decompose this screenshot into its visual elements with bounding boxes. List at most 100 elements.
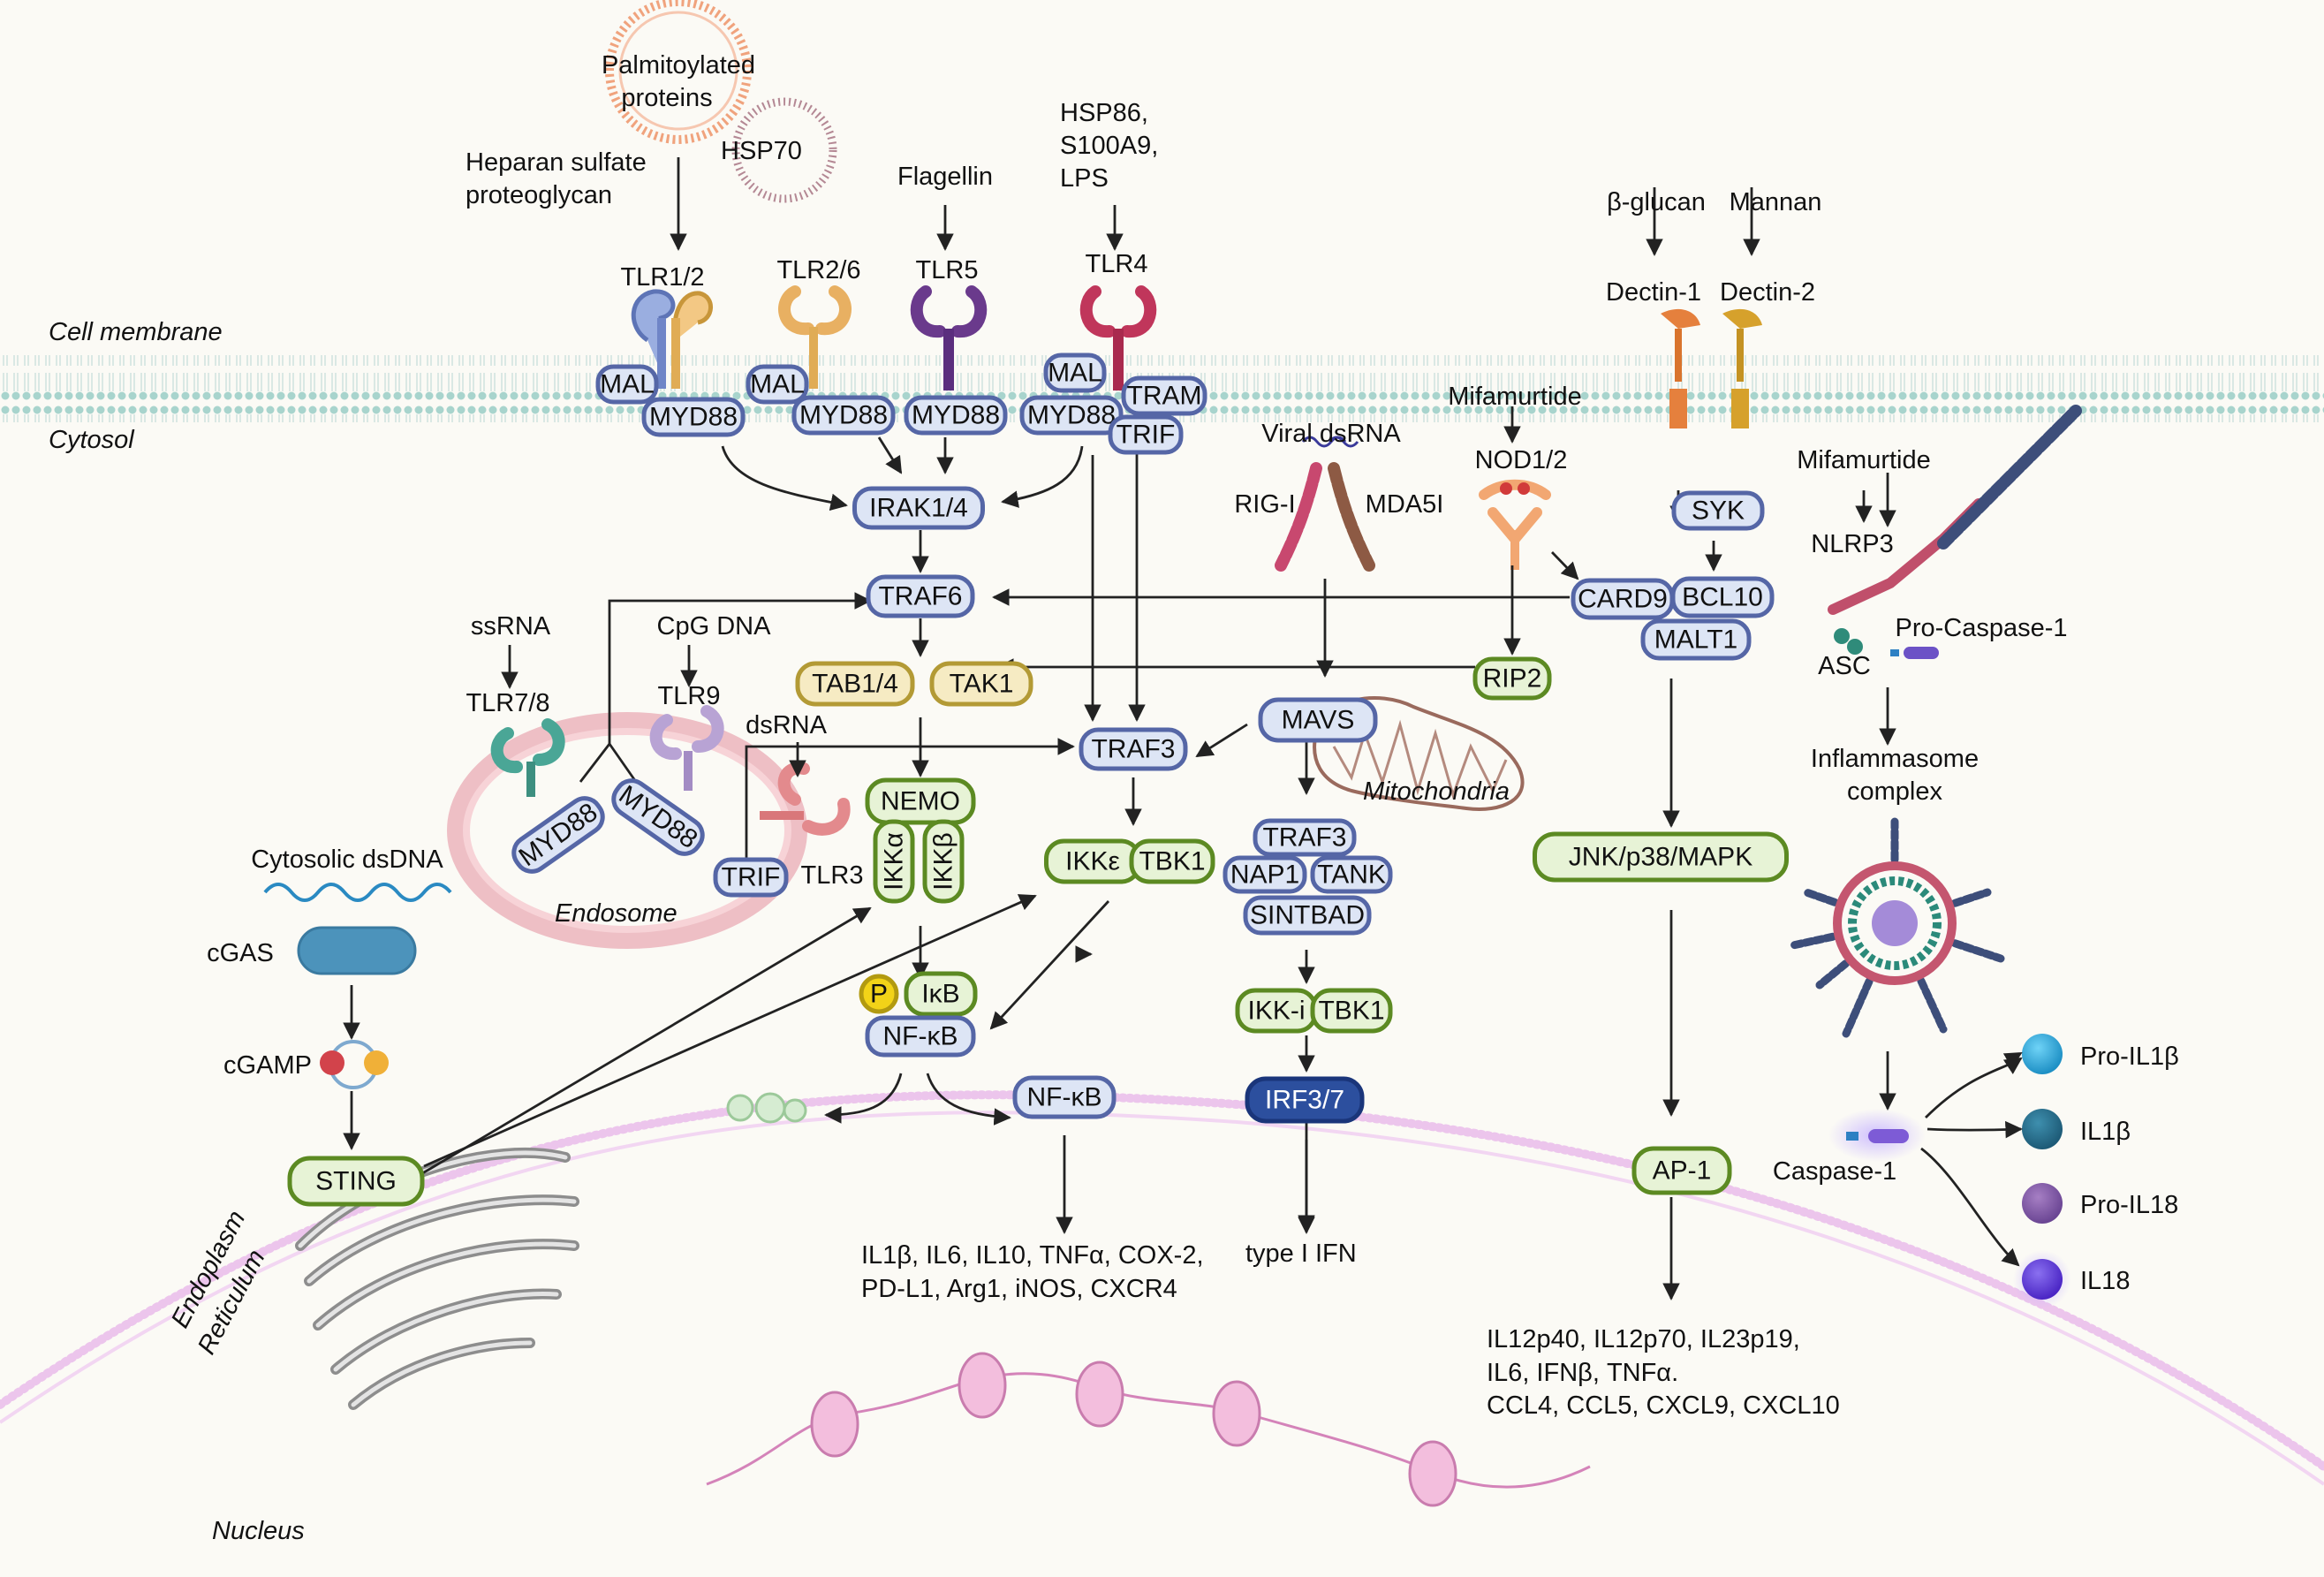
receptor-tlr9: TLR9: [658, 682, 721, 710]
receptor-tlr26: TLR2/6: [776, 256, 860, 284]
node-myd88-2: MYD88: [791, 395, 896, 436]
node-shape: [1631, 1146, 1732, 1195]
ligand-viral-dsrna: Viral dsRNA: [1261, 420, 1401, 448]
node-card9: CARD9: [1571, 578, 1675, 620]
cytokine-spheres: [2013, 1034, 2071, 1308]
ligand-heparan-2: proteoglycan: [466, 181, 612, 209]
output-nfkb-line2: PD-L1, Arg1, iNOS, CXCR4: [861, 1275, 1177, 1303]
node-label: TRIF: [1117, 421, 1176, 450]
dectin1-receptor-icon: [1661, 308, 1700, 428]
node-myd88-4: MYD88: [1019, 395, 1124, 436]
degraded-ikb-icon: [726, 1092, 807, 1124]
node-malt1: MALT1: [1640, 618, 1752, 661]
inflammasome-complex-icon: [1789, 817, 2005, 1038]
tlr5-receptor-icon: [910, 285, 988, 390]
asc-icon: [1834, 628, 1863, 655]
node-label: IκB: [921, 980, 959, 1009]
receptor-tlr4: TLR4: [1086, 250, 1148, 278]
node-shape: [1019, 395, 1124, 436]
ligand-mifamurtide-nod: Mifamurtide: [1448, 383, 1582, 411]
node-label: MYD88: [799, 401, 888, 430]
receptor-tlr5: TLR5: [916, 256, 979, 284]
node-traf3-main: TRAF3: [1079, 727, 1188, 771]
node-mal1: MAL: [595, 364, 659, 405]
node-label: TAK1: [950, 670, 1014, 699]
node-traf3-mito: TRAF3: [1253, 818, 1357, 857]
node-label: NAP1: [1230, 861, 1299, 890]
node-tak1: TAK1: [929, 661, 1033, 707]
receptor-tlr3: TLR3: [801, 861, 864, 890]
node-shape: [1670, 576, 1775, 618]
node-ikki: IKK-i: [1235, 988, 1318, 1034]
receptor-tlr78: TLR7/8: [466, 689, 549, 717]
output-il18: IL18: [2080, 1267, 2130, 1295]
node-label: MAL: [1048, 359, 1102, 388]
node-label: MAVS: [1282, 706, 1355, 735]
tlr12-receptor-icon: [631, 289, 713, 389]
node-shape: [1223, 855, 1307, 894]
receptor-nod12: NOD1/2: [1475, 446, 1568, 474]
receptor-cgamp: cGAMP: [223, 1051, 312, 1080]
cgas-enzyme-icon: [263, 883, 452, 975]
node-shape: [1258, 697, 1378, 743]
node-label: CARD9: [1578, 585, 1668, 614]
output-pro-il1b: Pro-IL1β: [2080, 1042, 2179, 1071]
node-tbk1-b: TBK1: [1310, 988, 1393, 1034]
node-tram: TRAM: [1121, 375, 1207, 416]
label-mitochondria: Mitochondria: [1363, 777, 1510, 806]
node-nap1: NAP1: [1223, 855, 1307, 894]
output-ap1-line2: IL6, IFNβ, TNFα.: [1487, 1359, 1678, 1387]
ligand-palmitoylated-1: Palmitoylated: [602, 51, 755, 80]
endosome-branch-lines: [579, 743, 638, 783]
tlr4-receptor-icon: [1079, 285, 1157, 390]
node-label: TRAF3: [1091, 735, 1175, 764]
node-label: RIP2: [1483, 664, 1542, 694]
label-cell-membrane: Cell membrane: [49, 318, 223, 346]
pro-caspase1-icon: [1890, 647, 1939, 659]
receptor-tlr12: TLR1/2: [620, 263, 704, 292]
node-label: IKKα: [880, 832, 909, 891]
node-label: MYD88: [1027, 401, 1116, 430]
node-nemo: NEMO: [865, 777, 976, 825]
node-myd88-3: MYD88: [904, 395, 1008, 436]
node-shape: [713, 857, 789, 898]
node-label: MAL: [600, 370, 655, 399]
node-label: IRAK1/4: [869, 494, 968, 523]
ligand-ssrna: ssRNA: [471, 612, 551, 641]
node-ikka: IKKα: [873, 819, 915, 904]
node-shape: [1310, 855, 1393, 894]
node-shape: [865, 777, 976, 825]
node-mal4: MAL: [1043, 353, 1107, 393]
node-label: AP-1: [1653, 1156, 1712, 1186]
node-shape: [866, 574, 975, 618]
node-myd88-1: MYD88: [641, 397, 746, 437]
node-p: P: [859, 974, 899, 1014]
node-shape: [1043, 353, 1107, 393]
node-label: MALT1: [1654, 625, 1737, 655]
node-label: IKKε: [1065, 847, 1120, 876]
node-ikkb: IKKβ: [922, 819, 965, 904]
tlr26-receptor-icon: [778, 285, 852, 389]
node-label: TRAF3: [1262, 823, 1346, 853]
node-shape: [1253, 818, 1357, 857]
rigi-mda5-icon: [1275, 436, 1375, 572]
node-shape: [641, 397, 746, 437]
ligand-hsp70: HSP70: [721, 137, 802, 165]
cgamp-molecule-icon: [320, 1040, 389, 1089]
ligand-flagellin: Flagellin: [897, 163, 993, 191]
node-label: BCL10: [1682, 583, 1763, 612]
node-shape: [287, 1156, 425, 1207]
node-shape: [1121, 375, 1207, 416]
label-endosome: Endosome: [555, 899, 678, 928]
node-label: TRIF: [722, 863, 781, 892]
node-shape: [1243, 895, 1372, 936]
output-ap1-line3: CCL4, CCL5, CXCL9, CXCL10: [1487, 1391, 1840, 1420]
node-shape: [1310, 988, 1393, 1034]
node-sting: STING: [287, 1156, 425, 1207]
node-shape: [922, 819, 965, 904]
node-sintbad: SINTBAD: [1243, 895, 1372, 936]
node-label: STING: [315, 1167, 397, 1196]
ligand-dsrna: dsRNA: [746, 711, 828, 739]
receptor-caspase1: Caspase-1: [1773, 1157, 1896, 1186]
node-label: TBK1: [1139, 847, 1205, 876]
